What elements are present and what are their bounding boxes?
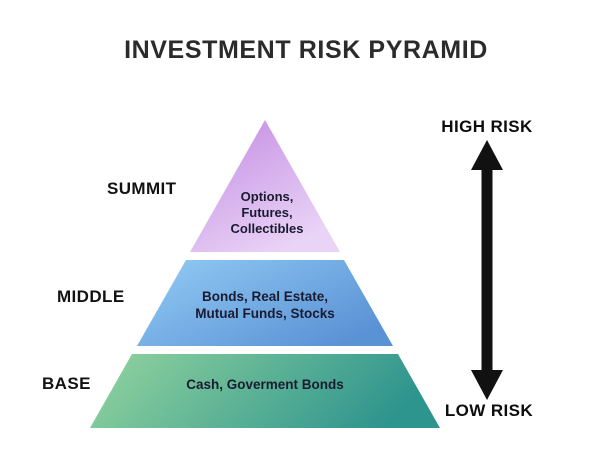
base-side-label: BASE <box>42 374 91 393</box>
base-tier-shape <box>90 354 440 428</box>
low-risk-label: LOW RISK <box>444 401 534 420</box>
summit-tier-text: Options, Futures, Collectibles <box>230 189 304 236</box>
risk-arrow-head-up <box>471 140 503 170</box>
risk-arrow <box>471 140 503 400</box>
risk-arrow-shaft <box>481 167 493 373</box>
summit-side-label: SUMMIT <box>107 179 177 198</box>
middle-tier-shape <box>137 260 393 346</box>
high-risk-label: HIGH RISK <box>441 117 533 136</box>
risk-arrow-head-down <box>471 370 503 400</box>
diagram-title: INVESTMENT RISK PYRAMID <box>124 36 488 64</box>
middle-side-label: MIDDLE <box>57 287 125 306</box>
middle-tier-text: Bonds, Real Estate, Mutual Funds, Stocks <box>195 289 335 321</box>
summit-tier-shape <box>190 120 340 252</box>
base-tier-text: Cash, Goverment Bonds <box>186 377 344 392</box>
